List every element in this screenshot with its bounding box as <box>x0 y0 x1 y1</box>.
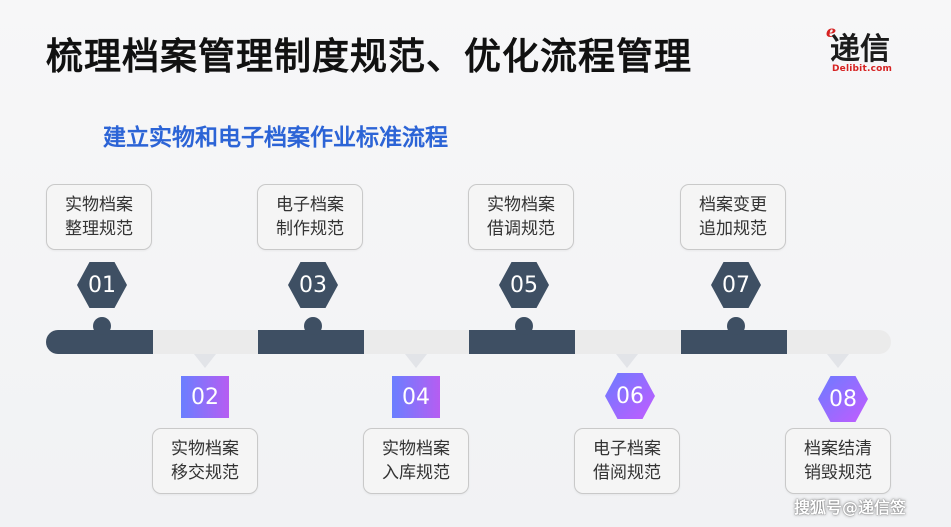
step-card-06: 电子档案借阅规范 <box>574 428 680 494</box>
connector-pointer-06 <box>616 354 638 368</box>
connector-knob-05 <box>515 317 533 335</box>
logo-e-mark: e <box>826 22 837 41</box>
step-label-07: 档案变更追加规范 <box>699 195 767 239</box>
step-card-08: 档案结清销毁规范 <box>785 428 891 494</box>
source-watermark: 搜狐号@递信签 <box>794 498 907 517</box>
step-badge-08: 08 <box>818 376 868 422</box>
step-badge-02: 02 <box>181 376 229 418</box>
step-card-02: 实物档案移交规范 <box>152 428 258 494</box>
step-card-01: 实物档案整理规范 <box>46 184 152 250</box>
step-label-03: 电子档案制作规范 <box>276 195 344 239</box>
step-number-03: 03 <box>299 272 327 298</box>
step-number-05: 05 <box>510 272 538 298</box>
connector-knob-01 <box>93 317 111 335</box>
page-title: 梳理档案管理制度规范、优化流程管理 <box>46 35 692 78</box>
connector-pointer-04 <box>405 354 427 368</box>
connector-pointer-08 <box>827 354 849 368</box>
connector-knob-03 <box>304 317 322 335</box>
step-label-05: 实物档案借调规范 <box>487 195 555 239</box>
step-card-07: 档案变更追加规范 <box>680 184 786 250</box>
step-card-05: 实物档案借调规范 <box>468 184 574 250</box>
step-badge-04: 04 <box>392 376 440 418</box>
step-label-04: 实物档案入库规范 <box>382 439 450 483</box>
section-subtitle: 建立实物和电子档案作业标准流程 <box>103 125 448 151</box>
step-number-01: 01 <box>88 272 116 298</box>
step-number-07: 07 <box>722 272 750 298</box>
step-card-04: 实物档案入库规范 <box>363 428 469 494</box>
step-label-02: 实物档案移交规范 <box>171 439 239 483</box>
step-badge-03: 03 <box>288 262 338 308</box>
step-card-03: 电子档案制作规范 <box>257 184 363 250</box>
step-label-01: 实物档案整理规范 <box>65 195 133 239</box>
timeline-bar <box>46 330 891 354</box>
step-number-02: 02 <box>191 384 219 410</box>
step-number-06: 06 <box>616 383 644 409</box>
step-number-04: 04 <box>402 384 430 410</box>
step-badge-06: 06 <box>605 373 655 419</box>
step-number-08: 08 <box>829 386 857 412</box>
brand-logo: e 递信 Delibit.com <box>826 22 926 80</box>
step-label-06: 电子档案借阅规范 <box>593 439 661 483</box>
connector-knob-07 <box>727 317 745 335</box>
step-label-08: 档案结清销毁规范 <box>804 439 872 483</box>
step-badge-07: 07 <box>711 262 761 308</box>
logo-text: 递信 <box>830 32 890 67</box>
step-badge-05: 05 <box>499 262 549 308</box>
connector-pointer-02 <box>194 354 216 368</box>
logo-domain: Delibit.com <box>832 64 893 74</box>
step-badge-01: 01 <box>77 262 127 308</box>
